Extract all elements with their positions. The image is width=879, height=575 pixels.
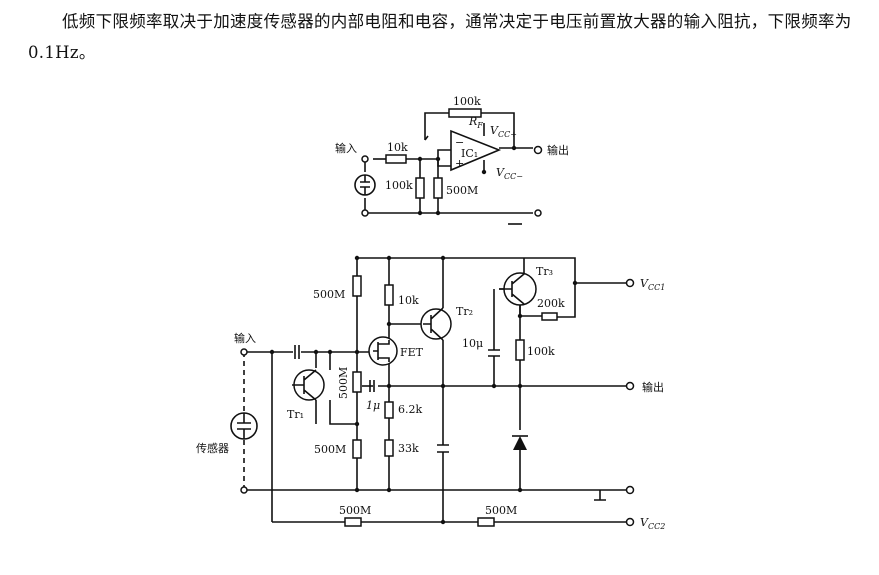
r-6-2k <box>384 401 394 419</box>
r-500m-top-label: 500M <box>313 288 345 301</box>
sensor-label: 传感器 <box>196 442 229 455</box>
tr1-transistor <box>292 369 325 401</box>
r-10k-label: 10k <box>398 294 419 307</box>
r-500m-rail-left-label: 500M <box>339 504 371 517</box>
opamp-circuit: − + IC₁ 输入 输出 100k RF 10k 100k 500M VCC+… <box>335 95 569 225</box>
opamp-triangle <box>450 129 502 172</box>
r-500m-rail-left <box>344 517 362 527</box>
vcc2-terminal <box>625 517 635 527</box>
r-200k <box>541 312 558 321</box>
r-33k-label: 33k <box>398 442 419 455</box>
vcc-minus-label: VCC− <box>496 166 523 181</box>
r-500m-rail-right-label: 500M <box>485 504 517 517</box>
fet-label: FET <box>400 346 424 359</box>
r-500m-tr1-label: 500M <box>337 367 350 399</box>
opamp-label: IC₁ <box>461 147 478 160</box>
fet-transistor <box>368 336 398 366</box>
c-1u <box>369 380 375 392</box>
rf-label: RF <box>468 115 483 130</box>
c-10u <box>488 349 500 357</box>
r-bias-label: 500M <box>446 184 478 197</box>
c-bypass <box>437 444 449 453</box>
feedback-resistor <box>448 108 482 118</box>
top-input-label: 输入 <box>335 141 357 155</box>
input-capacitor <box>294 345 300 359</box>
r-100k <box>515 339 525 361</box>
input-terminal <box>361 155 369 163</box>
r-500m-bot <box>352 439 362 459</box>
c-1u-label: 1μ <box>366 399 380 412</box>
opamp-plus: + <box>455 157 464 170</box>
tr2-transistor <box>420 307 452 341</box>
output-terminal <box>533 145 543 155</box>
c-10u-label: 10μ <box>462 337 483 350</box>
tr3-label: Tr₃ <box>536 265 553 278</box>
r-100k-label: 100k <box>527 345 555 358</box>
opamp-minus: − <box>455 136 464 149</box>
r-500m-rail-right <box>477 517 495 527</box>
r-in-label: 10k <box>387 141 408 154</box>
r-10k <box>384 284 394 306</box>
r-6-2k-label: 6.2k <box>398 403 422 416</box>
tr3-transistor <box>499 258 537 306</box>
r-500m-bot-label: 500M <box>314 443 346 456</box>
ground-terminal-left <box>361 209 369 217</box>
bias-resistor <box>433 177 443 199</box>
tr1-label: Tr₁ <box>287 408 304 421</box>
sensor-ground-terminal <box>240 486 248 494</box>
vcc1-terminal <box>625 278 635 288</box>
bottom-output-terminal <box>625 381 635 391</box>
intro-text: 低频下限频率取决于加速度传感器的内部电阻和电容，通常决定于电压前置放大器的输入阻… <box>28 12 852 62</box>
r-500m-tr1 <box>352 371 362 393</box>
zener-diode <box>512 435 528 450</box>
r-200k-label: 200k <box>537 297 565 310</box>
r-33k <box>384 439 394 457</box>
input-resistor <box>385 154 407 164</box>
intro-paragraph: 低频下限频率取决于加速度传感器的内部电阻和电容，通常决定于电压前置放大器的输入阻… <box>28 6 863 68</box>
vcc2-label: VCC2 <box>640 516 665 531</box>
ground-terminal-right <box>534 209 542 217</box>
shunt-resistor <box>415 177 425 199</box>
vcc1-label: VCC1 <box>640 277 665 292</box>
ground-terminal <box>625 485 635 495</box>
rf-value-label: 100k <box>453 95 481 108</box>
bottom-input-terminal <box>240 348 248 356</box>
tr2-label: Tr₂ <box>456 305 473 318</box>
fet-amplifier-circuit: 输入 传感器 输出 VCC1 VCC2 Tr₁ Tr₂ Tr₃ FET 500M… <box>196 255 665 531</box>
r-500m-top <box>352 275 362 297</box>
bottom-input-label: 输入 <box>234 331 256 345</box>
vcc-plus-label: VCC+ <box>490 124 517 139</box>
top-output-label: 输出 <box>547 143 569 157</box>
bottom-output-label: 输出 <box>642 380 664 394</box>
r-shunt-label: 100k <box>385 179 413 192</box>
